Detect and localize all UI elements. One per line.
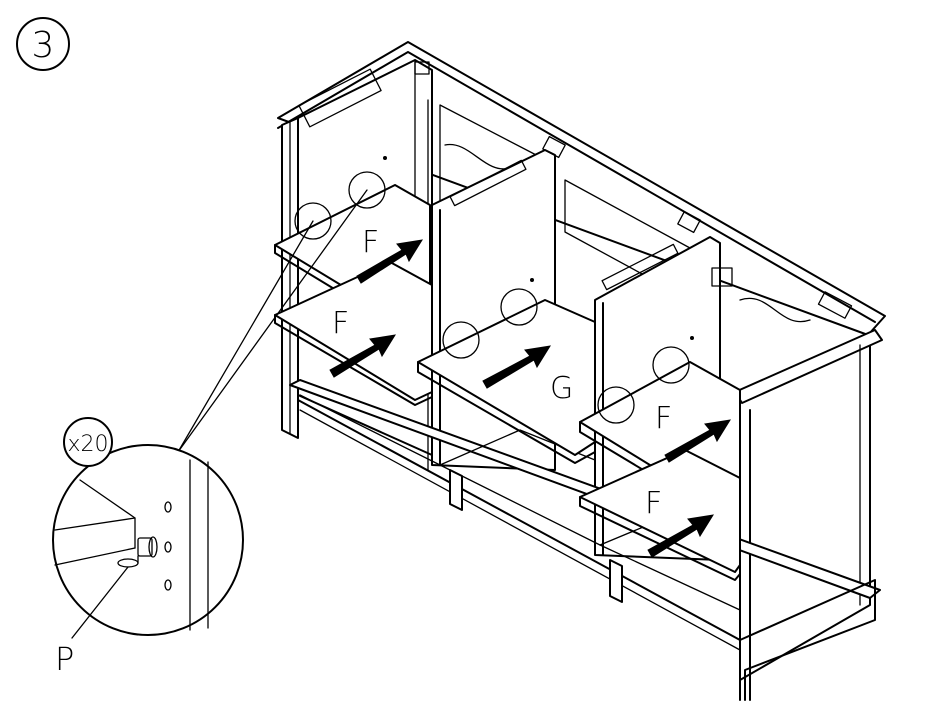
shelf-center: G	[417, 299, 596, 464]
step-number-badge: 3	[16, 17, 70, 71]
arrow-icon	[647, 514, 715, 558]
shelf-label: G	[550, 371, 573, 406]
shelf-label: F	[362, 225, 379, 260]
quantity-label: x20	[67, 432, 108, 457]
shelf-label: F	[655, 401, 672, 436]
arrow-icon	[329, 334, 397, 378]
step-number: 3	[32, 25, 55, 66]
shelf-left-lower: F	[274, 261, 433, 406]
arrow-icon	[482, 345, 552, 389]
part-label: P	[55, 640, 74, 678]
peg-markers	[294, 156, 694, 424]
detail-callout: x20 P	[52, 189, 368, 678]
arrow-icon	[664, 419, 732, 463]
arrow-icon	[356, 239, 424, 284]
shelf-label: F	[645, 486, 662, 521]
shelf-label: F	[332, 306, 349, 341]
insert-arrows	[329, 239, 732, 558]
shelf-right-lower: F	[579, 449, 741, 581]
